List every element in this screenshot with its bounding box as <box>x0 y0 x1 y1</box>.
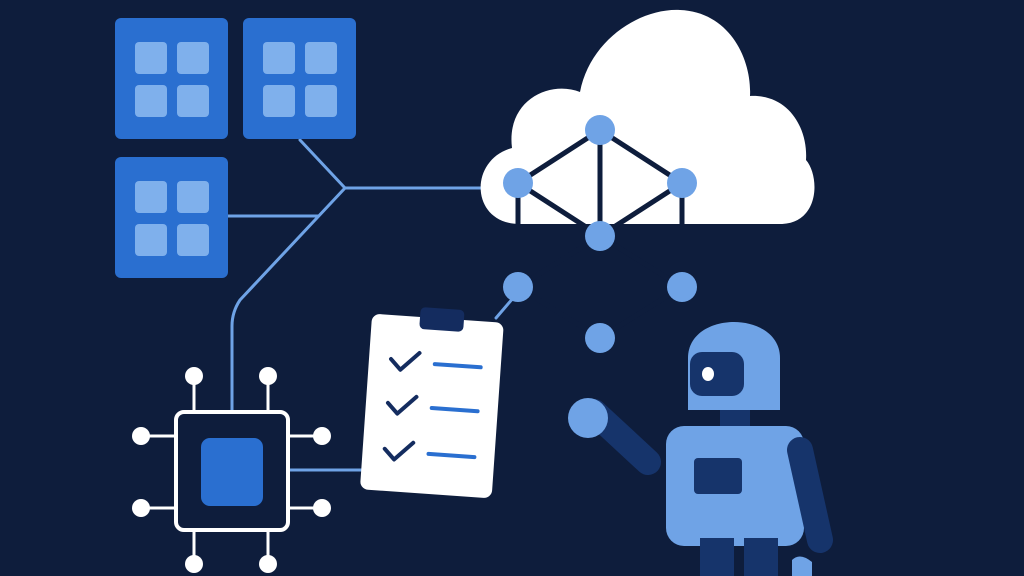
tile-square <box>305 85 337 117</box>
chip-pin-head <box>313 499 331 517</box>
network-edge <box>597 233 685 290</box>
task-line <box>426 451 477 460</box>
chip-pin-head <box>132 499 150 517</box>
app-grid-icon <box>115 18 228 139</box>
robot-icon <box>568 322 833 576</box>
tile-square <box>177 224 209 256</box>
chip-pin-head <box>185 555 203 573</box>
robot-arm <box>787 437 833 553</box>
tile-square <box>263 85 295 117</box>
chip-pin-head <box>185 367 203 385</box>
network-node <box>585 221 615 251</box>
tile-background <box>115 18 228 139</box>
network-node <box>503 272 533 302</box>
cloud-icon <box>480 9 815 224</box>
task-line <box>432 362 483 370</box>
clipboard-clip <box>419 307 465 332</box>
cloud-shape <box>480 9 815 224</box>
network-edge <box>597 180 685 239</box>
network-edge <box>515 180 603 239</box>
robot-chest-panel <box>694 458 742 494</box>
network-edge <box>515 233 603 290</box>
tile-square <box>177 181 209 213</box>
tile-square <box>135 224 167 256</box>
network-nodes <box>503 115 697 353</box>
checklist-items <box>382 351 483 462</box>
chip-pin-heads <box>132 367 331 573</box>
robot-foot <box>792 556 812 576</box>
tile-background <box>243 18 356 139</box>
tile-square <box>177 85 209 117</box>
network-node <box>667 272 697 302</box>
network-node <box>585 323 615 353</box>
network-node <box>585 115 615 145</box>
network-node <box>503 168 533 198</box>
chip-pin-head <box>313 427 331 445</box>
connector-lines <box>226 138 522 472</box>
connector-to-chip <box>230 186 347 412</box>
checklist-clipboard-icon <box>360 307 504 498</box>
connector-tile-top-right <box>298 138 347 190</box>
chip-pin-head <box>132 427 150 445</box>
chip-pin-head <box>259 367 277 385</box>
network-graph-icon <box>503 115 697 353</box>
check-icon <box>385 394 419 416</box>
robot-leg <box>744 538 778 576</box>
tile-square <box>305 42 337 74</box>
tile-square <box>177 42 209 74</box>
network-node <box>667 168 697 198</box>
robot-hand <box>568 398 608 438</box>
tile-square <box>135 42 167 74</box>
robot-visor <box>690 352 744 396</box>
tile-square <box>263 42 295 74</box>
robot-leg <box>700 538 734 576</box>
chip-pin-head <box>259 555 277 573</box>
app-grid-icon <box>115 157 228 278</box>
network-edge <box>515 284 603 341</box>
chip-core <box>201 438 263 506</box>
network-edge <box>515 127 603 186</box>
check-icon <box>389 351 422 372</box>
app-grid-icon <box>243 18 356 139</box>
tile-square <box>135 85 167 117</box>
robot-eye <box>702 367 714 381</box>
network-edge <box>597 284 685 341</box>
task-line <box>429 405 480 414</box>
network-edges <box>515 127 685 341</box>
processor-chip-icon <box>132 367 331 573</box>
tile-square <box>135 181 167 213</box>
network-edge <box>597 127 685 186</box>
check-icon <box>382 440 416 462</box>
tile-background <box>115 157 228 278</box>
